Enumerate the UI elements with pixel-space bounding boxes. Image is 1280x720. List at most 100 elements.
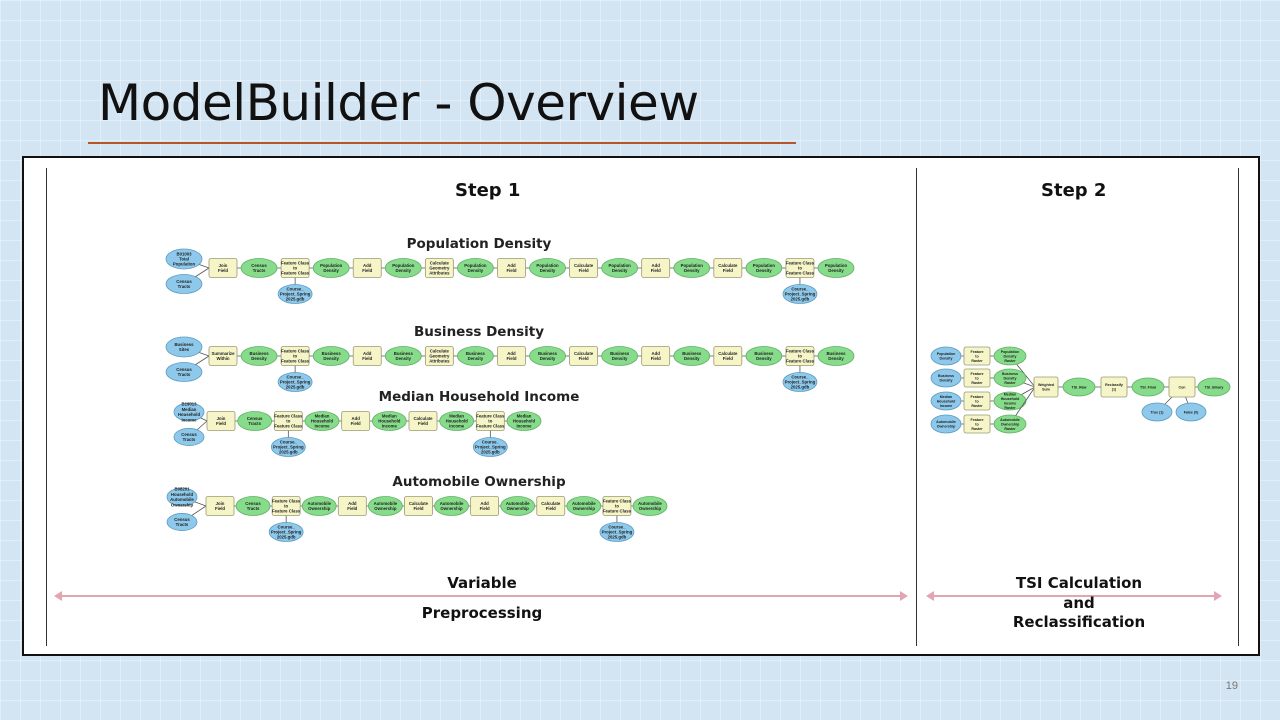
node-label: Population <box>173 262 196 267</box>
node-label: Business <box>754 351 774 356</box>
node-label: Project_Spring <box>280 292 311 297</box>
step1-label-preprocessing: Preprocessing <box>421 604 543 622</box>
node-label: Census <box>174 517 190 522</box>
node-label: Density <box>540 268 556 273</box>
node-label: Calculate <box>718 263 738 268</box>
step2-label-and: and <box>1063 594 1095 612</box>
node-label: 2025.gdb <box>286 385 305 390</box>
node-label: Calculate <box>574 263 594 268</box>
node-label: Feature <box>971 350 984 354</box>
node-label: to <box>798 266 802 271</box>
node-label: Median <box>182 407 197 412</box>
node-label: Field <box>362 268 372 273</box>
true-value-node: True (1) <box>1141 402 1173 422</box>
node-label: Density <box>684 268 700 273</box>
node-label: Automobile <box>307 501 331 506</box>
step-divider <box>916 168 917 646</box>
node-label: to <box>798 354 802 359</box>
node-label: Income <box>940 404 953 408</box>
node-label: Census <box>251 263 267 268</box>
node-label: Business <box>538 351 558 356</box>
node-label: Automobile <box>506 501 530 506</box>
node-label: Business <box>1002 372 1018 376</box>
node-label: Feature Class <box>603 509 632 514</box>
node-label: Density <box>828 356 844 361</box>
node-label: TSI_Final <box>1140 385 1156 389</box>
node-label: Density <box>251 356 267 361</box>
node-label: Tracts <box>178 284 191 289</box>
node-label: to <box>975 376 979 380</box>
node-label: Business <box>250 351 270 356</box>
node-label: Density <box>684 356 700 361</box>
node-label: to <box>293 266 297 271</box>
node-label: Income <box>1004 402 1017 406</box>
node-label: Feature Class <box>281 271 310 276</box>
node-label: Census <box>176 279 192 284</box>
step1-header: Step 1 <box>455 180 521 201</box>
node-label: Census <box>247 416 263 421</box>
node-label: Tracts <box>178 372 191 377</box>
node-label: Add <box>363 263 372 268</box>
node-label: Density <box>323 356 339 361</box>
node-label: Field <box>651 268 661 273</box>
node-label: Household <box>378 419 401 424</box>
node-label: Density <box>1004 376 1017 380</box>
node-label: Business <box>394 351 414 356</box>
tsi-raw-node: TSI_Raw <box>1062 377 1096 397</box>
node-label: Raster <box>971 427 983 431</box>
node-label: Project_Spring <box>785 380 816 385</box>
node-label: Raster <box>1004 427 1016 431</box>
step2-label-reclass: Reclassification <box>1012 613 1146 631</box>
node-label: Automobile <box>936 420 956 424</box>
node-label: Density <box>940 379 953 383</box>
node-label: Feature Class <box>272 509 301 514</box>
node-label: Feature Class <box>603 498 632 503</box>
node-label: to <box>975 399 979 403</box>
node-label: Field <box>723 356 733 361</box>
node-label: Feature Class <box>476 424 505 429</box>
node-label: Con <box>1179 385 1186 389</box>
node-label: Automobile <box>440 501 464 506</box>
node-label: Course_ <box>482 439 500 444</box>
tsi-final-node: TSI_Final <box>1131 377 1165 397</box>
node-label: Density <box>396 268 412 273</box>
node-label: Attributes <box>429 271 450 276</box>
node-label: Median <box>449 413 464 418</box>
node-label: Geometry <box>429 266 450 271</box>
node-label: Automobile <box>638 501 662 506</box>
node-label: Feature Class <box>274 413 303 418</box>
node-label: to <box>293 354 297 359</box>
node-label: Census <box>176 367 192 372</box>
node-label: Household <box>513 419 536 424</box>
node-label: Add <box>363 351 372 356</box>
node-label: Income <box>382 424 398 429</box>
node-label: Join <box>216 501 225 506</box>
node-label: Tracts <box>247 506 260 511</box>
node-label: Population <box>320 263 343 268</box>
